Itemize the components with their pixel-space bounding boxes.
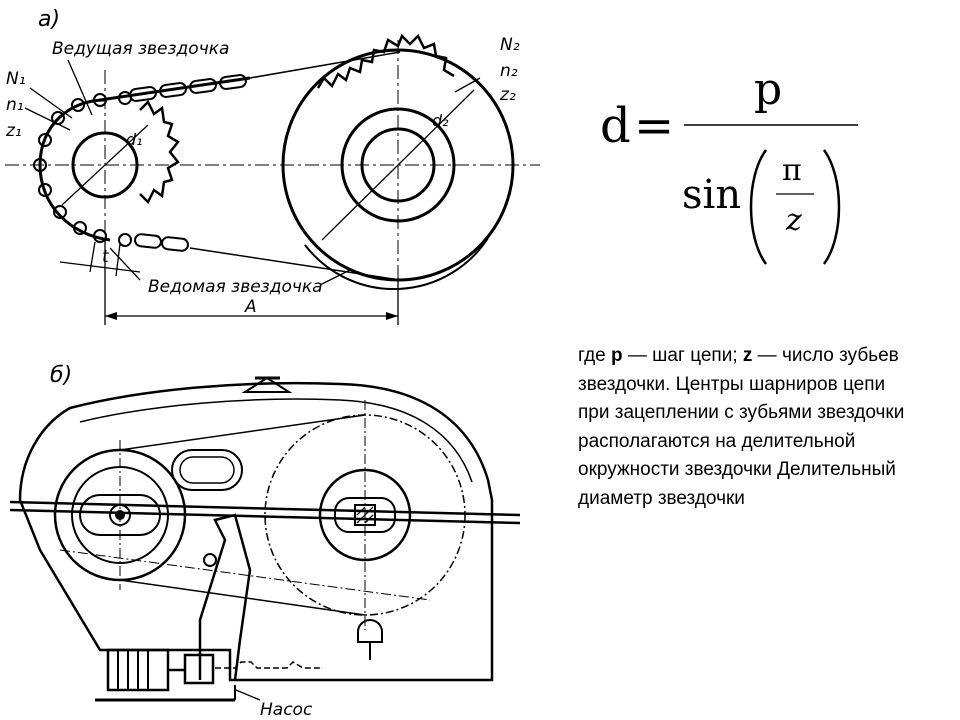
- d2-dimension: [321, 89, 475, 241]
- A-label: A: [244, 297, 257, 317]
- inspection-hatch: [171, 449, 243, 491]
- driven-sprocket-teeth: [316, 33, 455, 89]
- driving-sprocket-teeth: [139, 99, 180, 205]
- N2-label: N₂: [500, 35, 520, 55]
- formula-equals: =: [634, 98, 674, 154]
- gearbox-diagram: б) Насос: [9, 363, 521, 720]
- fig-a-label: а): [38, 7, 60, 32]
- formula-sin: sin: [682, 172, 741, 218]
- z2-label: z₂: [499, 85, 516, 105]
- z1-label: z₁: [5, 121, 22, 141]
- N1-label: N₁: [6, 69, 26, 89]
- formula-lhs: d: [600, 98, 631, 154]
- formula-caption: где p — шаг цепи; z — число зубьев звезд…: [578, 342, 908, 513]
- d2-label: d₂: [432, 111, 449, 130]
- gearbox-housing: [18, 381, 494, 682]
- n2-label: n₂: [500, 61, 518, 81]
- fig-b-label: б): [50, 363, 72, 388]
- driven-sprocket-hub: [360, 127, 436, 203]
- d1-label: d₁: [126, 130, 143, 149]
- caption-text: — шаг цепи;: [622, 345, 743, 366]
- n1-label: n₁: [6, 95, 24, 115]
- d1-dimension: [61, 124, 149, 206]
- caption-text: — число зубьев звездочки. Центры шарниро…: [578, 345, 905, 509]
- vent-cap: [241, 376, 293, 393]
- chain-drive-diagram: а) Ведущая звездочка N₁ n₁ z₁ N₂ n₂ z₂ d…: [5, 7, 540, 325]
- pump-label: Насос: [260, 700, 313, 720]
- driving-sprocket-label: Ведущая звездочка: [52, 39, 229, 59]
- drain-plug: [357, 619, 383, 643]
- driving-sprocket-hub: [71, 131, 139, 199]
- chain-upper-strand: [99, 76, 251, 102]
- formula-pi: π: [782, 153, 802, 188]
- driven-sprocket-ring: [340, 107, 456, 223]
- driven-sprocket-label: Ведомая звездочка: [148, 277, 323, 297]
- t-label: t: [102, 247, 110, 267]
- caption-p: p: [611, 345, 623, 366]
- chain-loop: [38, 98, 111, 242]
- caption-text: где: [578, 345, 612, 366]
- formula-z: z: [785, 203, 802, 238]
- pitch-diameter-formula: d = p sin π z: [600, 72, 858, 265]
- caption-z: z: [742, 345, 753, 366]
- formula-numerator: p: [754, 72, 782, 115]
- oil-pipe: [198, 513, 252, 681]
